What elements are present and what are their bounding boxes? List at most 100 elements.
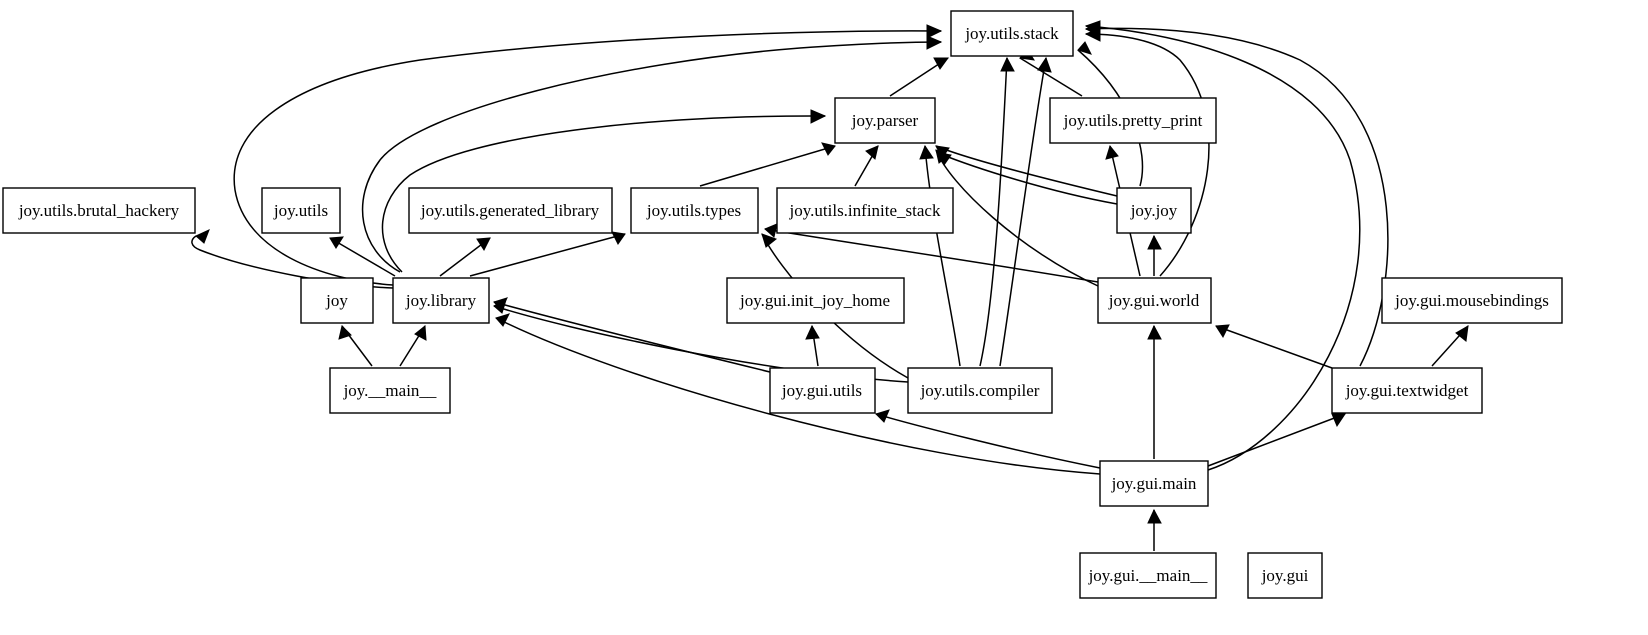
- arrowhead: [1037, 56, 1052, 73]
- node-joy-gui[interactable]: joy.gui: [1247, 552, 1323, 599]
- node-joy-utils-infinite-stack[interactable]: joy.utils.infinite_stack: [776, 187, 954, 234]
- arrowhead: [338, 325, 352, 340]
- node-box[interactable]: [907, 367, 1053, 414]
- node-label: joy.gui.init_joy_home: [739, 291, 890, 310]
- node-joy-gui-utils[interactable]: joy.gui.utils: [769, 367, 876, 414]
- node-label: joy.utils.brutal_hackery: [18, 201, 180, 220]
- node-label: joy.library: [405, 291, 477, 310]
- arrowhead: [493, 297, 508, 311]
- node-joy-gui-init-joy-home[interactable]: joy.gui.init_joy_home: [726, 277, 905, 324]
- node-box[interactable]: [392, 277, 490, 324]
- node-joy-gui-textwidget[interactable]: joy.gui.textwidget: [1331, 367, 1483, 414]
- node-box[interactable]: [408, 187, 613, 234]
- node-box[interactable]: [1097, 277, 1212, 324]
- node-box[interactable]: [1331, 367, 1483, 414]
- node-label: joy: [325, 291, 348, 310]
- arrowhead: [805, 324, 820, 340]
- node-joy-utils-generated-library[interactable]: joy.utils.generated_library: [408, 187, 613, 234]
- node-box[interactable]: [1079, 552, 1217, 599]
- node-joy-parser[interactable]: joy.parser: [834, 97, 936, 144]
- node-box[interactable]: [2, 187, 196, 234]
- edge-library-to-utils-stack-b: [361, 41, 942, 273]
- edge-gui-utils-to-library: [493, 301, 771, 373]
- arrowhead: [495, 313, 510, 327]
- node-joy-main-module[interactable]: joy.__main__: [329, 367, 451, 414]
- node-joy-gui-world[interactable]: joy.gui.world: [1097, 277, 1212, 324]
- node-box[interactable]: [950, 10, 1074, 57]
- node-label: joy.utils.types: [646, 201, 741, 220]
- node-box[interactable]: [1247, 552, 1323, 599]
- arrowhead: [821, 142, 836, 156]
- node-joy-utils-compiler[interactable]: joy.utils.compiler: [907, 367, 1053, 414]
- node-label: joy.gui.world: [1108, 291, 1200, 310]
- node-joy-utils[interactable]: joy.utils: [261, 187, 341, 234]
- node-label: joy.gui.mousebindings: [1394, 291, 1549, 310]
- arrowhead: [414, 325, 427, 341]
- node-label: joy.utils.compiler: [920, 381, 1040, 400]
- arrowhead: [1077, 41, 1092, 55]
- node-box[interactable]: [1099, 460, 1209, 507]
- arrowhead: [329, 236, 344, 249]
- edge-joy-joy-to-parser-a: [935, 145, 1118, 197]
- arrowhead: [1455, 325, 1469, 342]
- edge-gui-main-to-library: [495, 317, 1101, 475]
- arrowhead: [935, 149, 950, 164]
- arrowhead: [875, 409, 890, 423]
- edge-joy-joy-to-parser-b: [937, 152, 1118, 205]
- arrowhead: [611, 231, 626, 245]
- edge-gui-world-to-parser: [935, 149, 1099, 287]
- node-label: joy.gui.__main__: [1088, 566, 1208, 585]
- node-joy-joy[interactable]: joy.joy: [1116, 187, 1192, 234]
- edge-layer: [191, 20, 1469, 551]
- node-joy-utils-brutal-hackery[interactable]: joy.utils.brutal_hackery: [2, 187, 196, 234]
- node-label: joy.__main__: [343, 381, 437, 400]
- arrowhead: [933, 57, 949, 70]
- node-label: joy.utils: [273, 201, 328, 220]
- edge-library-to-parser: [381, 115, 826, 273]
- arrowhead: [865, 145, 879, 160]
- arrowhead: [476, 237, 491, 252]
- arrowhead: [1084, 20, 1101, 35]
- node-label: joy.utils.infinite_stack: [789, 201, 941, 220]
- node-joy-utils-stack[interactable]: joy.utils.stack: [950, 10, 1074, 57]
- node-label: joy.gui.main: [1111, 474, 1197, 493]
- edge-library-to-utils-types: [469, 233, 626, 277]
- node-box[interactable]: [834, 97, 936, 144]
- node-joy-gui-main[interactable]: joy.gui.main: [1099, 460, 1209, 507]
- node-box[interactable]: [1116, 187, 1192, 234]
- node-joy-gui-mousebindings[interactable]: joy.gui.mousebindings: [1381, 277, 1563, 324]
- node-label: joy.gui: [1261, 566, 1309, 585]
- node-box[interactable]: [726, 277, 905, 324]
- arrowhead: [1147, 234, 1162, 250]
- arrowhead: [1105, 144, 1119, 160]
- node-label: joy.utils.generated_library: [420, 201, 600, 220]
- node-label: joy.gui.utils: [781, 381, 862, 400]
- edge-compiler-to-utils-stack-b: [999, 57, 1047, 367]
- node-box[interactable]: [630, 187, 759, 234]
- node-box[interactable]: [329, 367, 451, 414]
- node-joy-utils-pretty-print[interactable]: joy.utils.pretty_print: [1049, 97, 1217, 144]
- arrowhead: [761, 233, 778, 248]
- node-joy[interactable]: joy: [300, 277, 374, 324]
- arrowhead: [764, 223, 778, 238]
- node-box[interactable]: [261, 187, 341, 234]
- arrowhead: [810, 109, 827, 124]
- node-joy-gui-main-module[interactable]: joy.gui.__main__: [1079, 552, 1217, 599]
- arrowhead: [926, 24, 943, 39]
- node-joy-library[interactable]: joy.library: [392, 277, 490, 324]
- node-box[interactable]: [1049, 97, 1217, 144]
- node-box[interactable]: [1381, 277, 1563, 324]
- arrowhead: [1147, 508, 1162, 524]
- node-box[interactable]: [776, 187, 954, 234]
- node-label: joy.utils.pretty_print: [1063, 111, 1203, 130]
- arrowhead: [919, 144, 934, 160]
- edge-gui-main-to-gui-utils: [875, 413, 1101, 469]
- edge-pretty-print-to-utils-stack: [1019, 57, 1083, 97]
- edge-compiler-to-parser: [924, 145, 961, 367]
- edge-textwidget-to-gui-world: [1215, 325, 1333, 369]
- node-joy-utils-types[interactable]: joy.utils.types: [630, 187, 759, 234]
- node-box[interactable]: [300, 277, 374, 324]
- node-box[interactable]: [769, 367, 876, 414]
- edge-gui-main-to-utils-stack: [1085, 25, 1361, 471]
